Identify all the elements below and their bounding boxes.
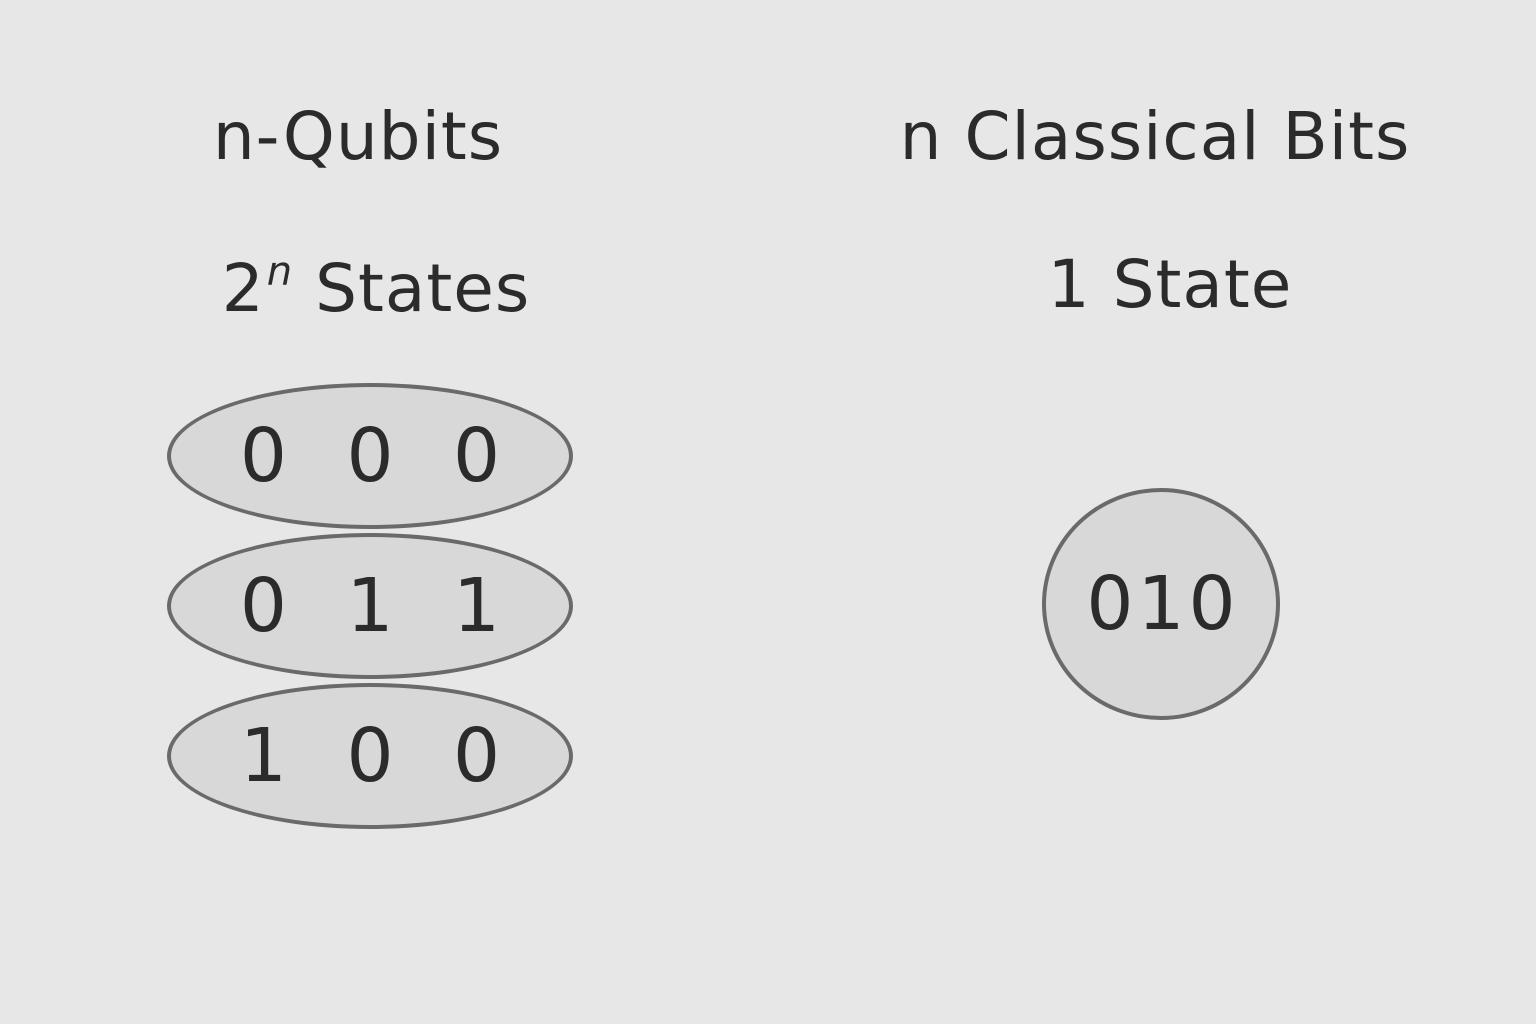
qubit-state-label: 0 1 1 (239, 563, 519, 649)
state-count-exponent: n (266, 249, 294, 295)
classical-bits-title: n Classical Bits (899, 98, 1411, 175)
classical-state-count: 1 State (1047, 246, 1293, 323)
qubit-state-oval: 0 1 1 (167, 533, 573, 679)
qubit-state-oval: 1 0 0 (167, 683, 573, 829)
qubit-state-label: 1 0 0 (239, 713, 519, 799)
qubits-title: n-Qubits (212, 98, 504, 175)
qubit-state-label: 0 0 0 (239, 413, 519, 499)
qubits-state-count: 2n States (156, 252, 596, 322)
qubit-state-oval: 0 0 0 (167, 383, 573, 529)
classical-state-label: 010 (1086, 561, 1240, 647)
state-count-base: 2 (221, 250, 265, 327)
state-count-label: States (293, 250, 531, 327)
classical-state-circle: 010 (1042, 488, 1280, 720)
